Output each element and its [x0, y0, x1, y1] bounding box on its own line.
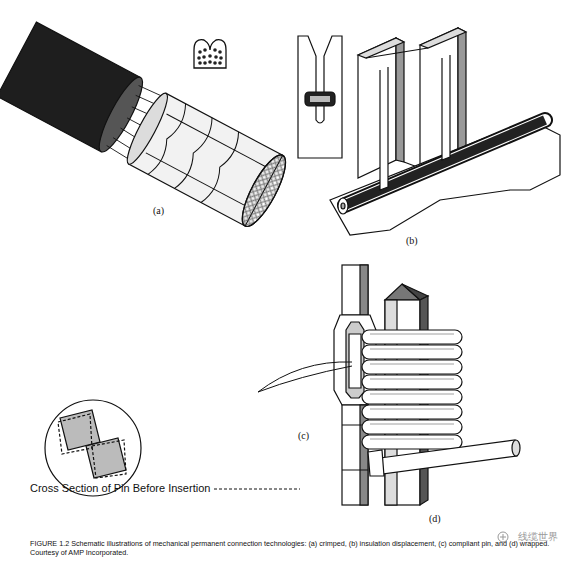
coil-highlight	[370, 424, 454, 425]
wire-coil	[362, 330, 462, 344]
wire-coil	[362, 420, 462, 434]
leader-curve	[258, 362, 352, 392]
wire-coil	[362, 435, 462, 449]
crimped-cable	[0, 22, 294, 233]
wire-coil	[362, 360, 462, 374]
coil-highlight	[370, 379, 454, 380]
pin-cross-section	[45, 400, 141, 496]
crimp-cross-section	[194, 40, 226, 68]
wire-coil	[362, 345, 462, 359]
wire-coil	[362, 390, 462, 404]
coil-highlight	[370, 349, 454, 350]
wire-tail	[368, 440, 520, 476]
figure-part-label: (b)	[405, 235, 419, 246]
idc-contact	[330, 28, 560, 235]
wire-coil	[362, 405, 462, 419]
wire-coil	[362, 375, 462, 389]
figure-caption: FIGURE 1.2 Schematic illustrations of me…	[30, 540, 570, 557]
figure-part-label: (c)	[297, 430, 310, 441]
figure-part-label: (d)	[428, 513, 442, 524]
cross-section-note: Cross Section of Pin Before Insertion	[30, 482, 210, 494]
coil-highlight	[370, 364, 454, 365]
wire-wrap	[362, 330, 462, 449]
coil-highlight	[370, 409, 454, 410]
coil-highlight	[370, 334, 454, 335]
coil-highlight	[370, 394, 454, 395]
coil-highlight	[370, 439, 454, 440]
dashed-leader	[214, 489, 300, 490]
figure-part-label: (a)	[152, 205, 165, 216]
idc-front-view	[298, 36, 342, 158]
